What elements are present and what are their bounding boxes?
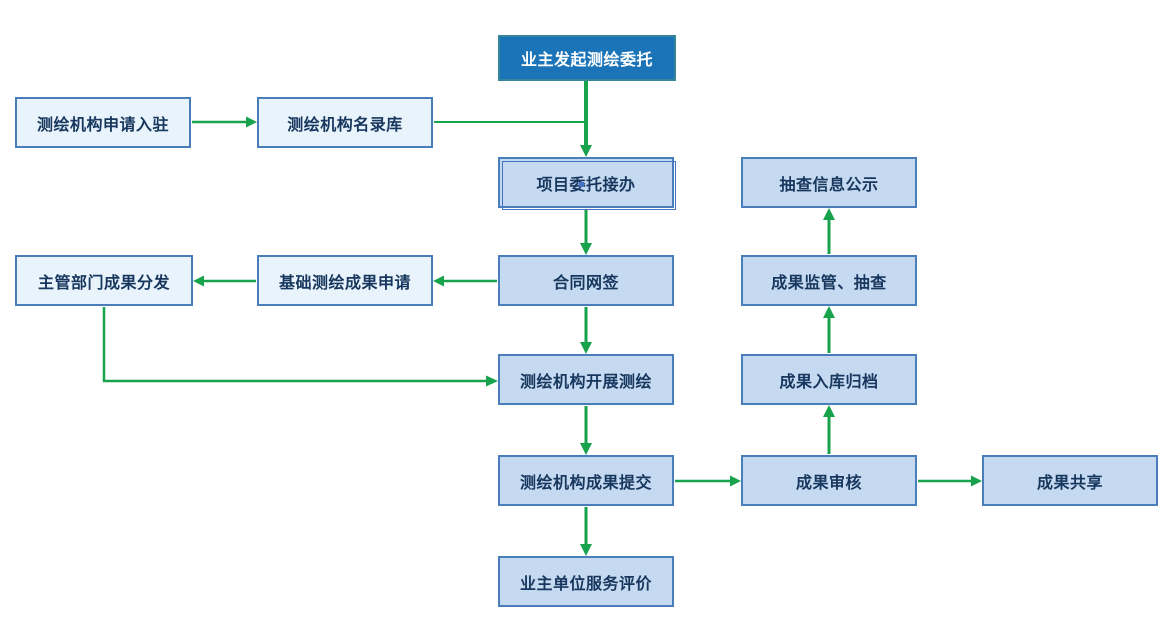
connector-basicapply-to-dept bbox=[193, 275, 256, 287]
connector-supervision-to-publicity bbox=[823, 208, 835, 254]
node-label: 成果监管、抽查 bbox=[771, 274, 887, 292]
node-label: 基础测绘成果申请 bbox=[278, 274, 411, 292]
connector-review-to-archive bbox=[823, 405, 835, 454]
node-label: 主管部门成果分发 bbox=[37, 274, 170, 292]
connector-review-to-share bbox=[918, 475, 982, 487]
node-label: 成果审核 bbox=[795, 474, 862, 492]
node-label: 抽查信息公示 bbox=[779, 176, 879, 194]
node-label: 测绘机构名录库 bbox=[287, 116, 403, 134]
connector-archive-to-supervision bbox=[823, 306, 835, 353]
node-carry-out-survey[interactable]: 测绘机构开展测绘 bbox=[498, 354, 674, 405]
node-basic-results-apply[interactable]: 基础测绘成果申请 bbox=[257, 255, 433, 306]
node-spotcheck-publicity[interactable]: 抽查信息公示 bbox=[741, 157, 917, 208]
connector-apply-to-directory bbox=[192, 116, 257, 128]
node-label: 测绘机构成果提交 bbox=[519, 474, 652, 492]
node-project-accept[interactable]: 项目委托接办 bbox=[498, 157, 676, 210]
connector-contract-to-basicapply bbox=[433, 275, 497, 287]
node-results-share[interactable]: 成果共享 bbox=[982, 455, 1158, 506]
node-results-archive[interactable]: 成果入库归档 bbox=[741, 354, 917, 405]
node-owner-evaluate[interactable]: 业主单位服务评价 bbox=[498, 556, 674, 607]
connector-carryout-to-submit bbox=[580, 406, 592, 455]
node-label: 业主发起测绘委托 bbox=[520, 52, 653, 69]
node-label: 成果入库归档 bbox=[779, 373, 879, 391]
connector-contract-to-carryout bbox=[580, 307, 592, 354]
node-supervision-spotcheck[interactable]: 成果监管、抽查 bbox=[741, 255, 917, 306]
node-contract-sign[interactable]: 合同网签 bbox=[498, 255, 674, 306]
node-label: 业主单位服务评价 bbox=[519, 575, 652, 593]
connector-owner-to-accept bbox=[580, 81, 592, 157]
node-results-review[interactable]: 成果审核 bbox=[741, 455, 917, 506]
connector-submit-to-evaluate bbox=[580, 507, 592, 556]
node-label: 合同网签 bbox=[552, 274, 619, 292]
text-cursor-dot bbox=[579, 182, 584, 187]
node-results-submit[interactable]: 测绘机构成果提交 bbox=[498, 455, 674, 506]
node-owner-initiate[interactable]: 业主发起测绘委托 bbox=[498, 35, 676, 81]
node-label: 成果共享 bbox=[1036, 474, 1103, 492]
node-label: 测绘机构开展测绘 bbox=[519, 373, 652, 391]
node-label: 测绘机构申请入驻 bbox=[36, 116, 169, 134]
connector-submit-to-review bbox=[675, 475, 741, 487]
connector-accept-to-contract bbox=[580, 209, 592, 255]
node-label: 项目委托接办 bbox=[536, 176, 636, 194]
node-agency-directory[interactable]: 测绘机构名录库 bbox=[257, 97, 433, 148]
connector-dept-to-carryout bbox=[102, 307, 498, 387]
node-agency-apply[interactable]: 测绘机构申请入驻 bbox=[15, 97, 191, 148]
node-dept-distribute[interactable]: 主管部门成果分发 bbox=[15, 255, 193, 306]
